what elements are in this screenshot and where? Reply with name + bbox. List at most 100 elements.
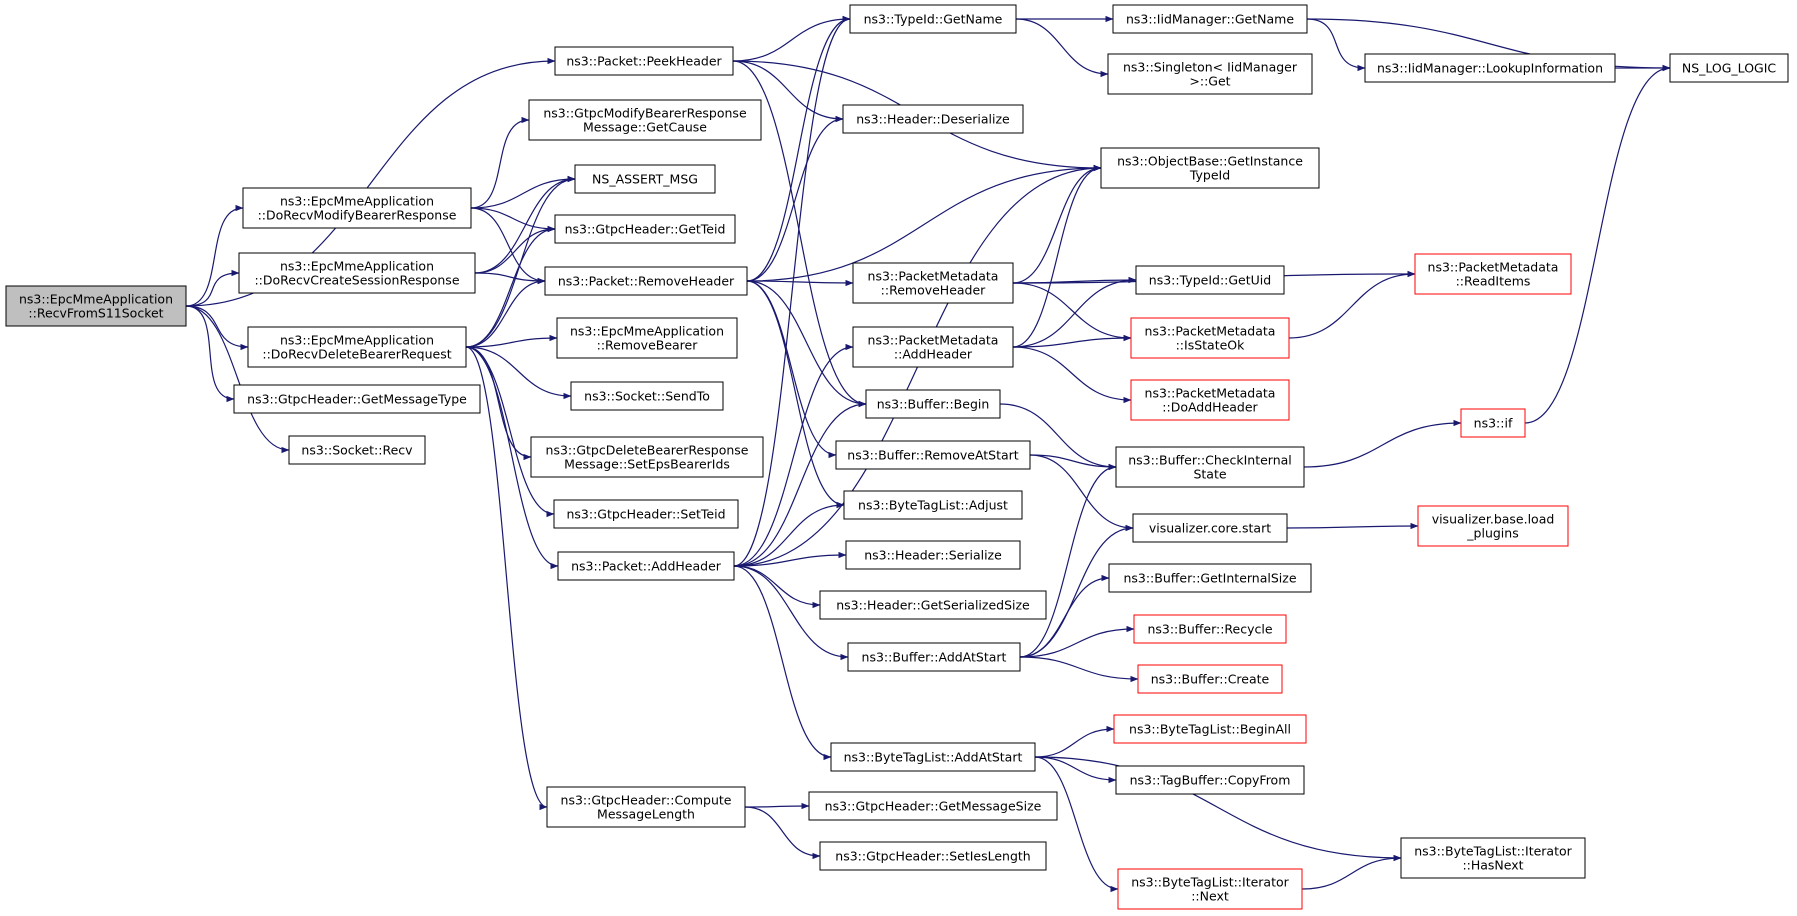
node-tagbuffer-copy-from[interactable]: ns3::TagBuffer::CopyFrom	[1115, 765, 1305, 795]
node-buffer-add-at-start[interactable]: ns3::Buffer::AddAtStart	[847, 642, 1021, 672]
node-typeid-get-uid[interactable]: ns3::TypeId::GetUid	[1135, 265, 1285, 295]
node-bytetaglist-iterator-next[interactable]: ns3::ByteTagList::Iterator::Next	[1117, 868, 1303, 910]
node-singleton-get[interactable]: ns3::Singleton< IidManager>::Get	[1107, 53, 1313, 95]
node-remove-header[interactable]: ns3::Packet::RemoveHeader	[544, 266, 748, 296]
node-box	[1417, 505, 1569, 547]
node-label: ns3::EpcMmeApplication	[19, 292, 173, 307]
node-bytetaglist-add-at-start[interactable]: ns3::ByteTagList::AddAtStart	[830, 742, 1036, 772]
node-set-eps-bearer-ids[interactable]: ns3::GtpcDeleteBearerResponseMessage::Se…	[530, 436, 764, 478]
node-ns-assert-msg[interactable]: NS_ASSERT_MSG	[574, 164, 716, 194]
node-socket-recv[interactable]: ns3::Socket::Recv	[288, 435, 426, 465]
node-label: ::IsStateOk	[1176, 338, 1246, 353]
node-header-deserialize[interactable]: ns3::Header::Deserialize	[842, 104, 1024, 134]
edge-visualizer-core-start-to-visualizer-base-load-plugins	[1286, 522, 1419, 530]
node-iid-get-name[interactable]: ns3::IidManager::GetName	[1112, 4, 1308, 34]
node-buffer-begin[interactable]: ns3::Buffer::Begin	[865, 389, 1001, 419]
node-do-recv-modify[interactable]: ns3::EpcMmeApplication::DoRecvModifyBear…	[242, 187, 472, 229]
node-modify-get-cause[interactable]: ns3::GtpcModifyBearerResponseMessage::Ge…	[528, 99, 762, 141]
node-box	[574, 164, 716, 194]
edge-pm-is-state-ok-to-pm-read-items	[1288, 270, 1416, 339]
node-iid-lookup-information[interactable]: ns3::IidManager::LookupInformation	[1364, 53, 1616, 83]
node-label: ns3::PacketMetadata	[1145, 386, 1276, 401]
node-pm-do-add-header[interactable]: ns3::PacketMetadata::DoAddHeader	[1130, 379, 1290, 421]
node-label: ns3::Socket::SendTo	[584, 389, 710, 404]
node-pm-add-header[interactable]: ns3::PacketMetadata::AddHeader	[852, 326, 1014, 368]
node-bytetaglist-begin-all[interactable]: ns3::ByteTagList::BeginAll	[1113, 714, 1307, 744]
edge-pm-add-header-to-pm-is-state-ok	[1012, 334, 1132, 348]
node-box	[845, 540, 1021, 570]
node-gtpc-set-ies-length[interactable]: ns3::GtpcHeader::SetIesLength	[819, 841, 1047, 871]
node-label: ns3::ByteTagList::BeginAll	[1129, 722, 1291, 737]
node-label: visualizer.base.load	[1432, 512, 1555, 527]
node-label: ns3::GtpcHeader::SetIesLength	[835, 849, 1030, 864]
node-pm-read-items[interactable]: ns3::PacketMetadata::ReadItems	[1414, 253, 1572, 295]
node-label: ::RecvFromS11Socket	[28, 306, 163, 321]
node-bytetaglist-adjust[interactable]: ns3::ByteTagList::Adjust	[843, 490, 1023, 520]
node-pm-remove-header[interactable]: ns3::PacketMetadata::RemoveHeader	[852, 262, 1014, 304]
edge-recv-from-s11-to-do-recv-delete	[185, 305, 249, 351]
node-box	[1100, 147, 1320, 189]
node-box	[835, 440, 1031, 470]
edge-compute-message-length-to-gtpc-set-ies-length	[744, 806, 821, 860]
node-add-header[interactable]: ns3::Packet::AddHeader	[557, 551, 735, 581]
node-ns3-if[interactable]: ns3::if	[1460, 408, 1526, 438]
node-visualizer-core-start[interactable]: visualizer.core.start	[1132, 513, 1288, 543]
node-remove-bearer[interactable]: ns3::EpcMmeApplication::RemoveBearer	[556, 317, 738, 359]
node-header-get-serialized-size[interactable]: ns3::Header::GetSerializedSize	[819, 590, 1047, 620]
node-label: >::Get	[1189, 74, 1230, 89]
node-box	[1108, 563, 1312, 593]
edge-peek-header-to-header-deserialize	[732, 60, 844, 123]
node-label: ns3::GtpcHeader::Compute	[561, 793, 732, 808]
node-box	[1112, 4, 1308, 34]
node-pm-is-state-ok[interactable]: ns3::PacketMetadata::IsStateOk	[1130, 317, 1290, 359]
edge-peek-header-to-buffer-begin	[732, 60, 867, 408]
node-label: MessageLength	[597, 807, 695, 822]
node-label: ns3::EpcMmeApplication	[570, 324, 724, 339]
node-peek-header[interactable]: ns3::Packet::PeekHeader	[554, 46, 734, 76]
node-visualizer-base-load-plugins[interactable]: visualizer.base.load_plugins	[1417, 505, 1569, 547]
edge-pm-add-header-to-pm-do-add-header	[1012, 346, 1132, 404]
node-label: ns3::IidManager::LookupInformation	[1377, 61, 1603, 76]
node-buffer-recycle[interactable]: ns3::Buffer::Recycle	[1133, 614, 1287, 644]
node-box	[1400, 837, 1586, 879]
edge-remove-header-to-pm-remove-header	[746, 279, 854, 287]
node-socket-send-to[interactable]: ns3::Socket::SendTo	[570, 381, 724, 411]
node-box	[1133, 614, 1287, 644]
edge-pm-add-header-to-typeid-get-uid	[1012, 276, 1137, 348]
node-label: ns3::GtpcHeader::GetMessageSize	[825, 799, 1042, 814]
node-typeid-get-name[interactable]: ns3::TypeId::GetName	[849, 4, 1017, 34]
edge-add-header-to-buffer-begin	[733, 400, 867, 567]
node-buffer-remove-at-start[interactable]: ns3::Buffer::RemoveAtStart	[835, 440, 1031, 470]
node-box	[852, 326, 1014, 368]
node-box	[553, 499, 739, 529]
node-label: ns3::PacketMetadata	[1145, 324, 1276, 339]
node-do-recv-delete[interactable]: ns3::EpcMmeApplication::DoRecvDeleteBear…	[247, 326, 467, 368]
edge-add-header-to-header-serialize	[733, 551, 847, 567]
node-recv-from-s11[interactable]: ns3::EpcMmeApplication::RecvFromS11Socke…	[5, 285, 187, 327]
node-get-message-type[interactable]: ns3::GtpcHeader::GetMessageType	[233, 384, 481, 414]
edge-recv-from-s11-to-do-recv-modify	[185, 204, 244, 307]
edge-recv-from-s11-to-get-message-type	[185, 305, 235, 403]
edge-buffer-add-at-start-to-buffer-recycle	[1019, 625, 1135, 658]
node-header-serialize[interactable]: ns3::Header::Serialize	[845, 540, 1021, 570]
node-label: ns3::ObjectBase::GetInstance	[1117, 154, 1303, 169]
node-gtpc-get-message-size[interactable]: ns3::GtpcHeader::GetMessageSize	[808, 791, 1058, 821]
node-gtpc-set-teid[interactable]: ns3::GtpcHeader::SetTeid	[553, 499, 739, 529]
node-box	[819, 841, 1047, 871]
edge-add-header-to-pm-add-header	[733, 343, 854, 567]
node-label: ::DoAddHeader	[1162, 400, 1258, 415]
node-label: ns3::EpcMmeApplication	[280, 333, 434, 348]
node-gtpc-get-teid[interactable]: ns3::GtpcHeader::GetTeid	[554, 214, 736, 244]
node-box	[865, 389, 1001, 419]
node-label: ns3::EpcMmeApplication	[280, 259, 434, 274]
node-label: ns3::Socket::Recv	[301, 443, 413, 458]
node-do-recv-create[interactable]: ns3::EpcMmeApplication::DoRecvCreateSess…	[238, 252, 476, 294]
node-ns-log-logic[interactable]: NS_LOG_LOGIC	[1669, 53, 1789, 83]
node-buffer-get-internal-size[interactable]: ns3::Buffer::GetInternalSize	[1108, 563, 1312, 593]
node-bytetaglist-iterator-has-next[interactable]: ns3::ByteTagList::Iterator::HasNext	[1400, 837, 1586, 879]
node-buffer-create[interactable]: ns3::Buffer::Create	[1137, 664, 1283, 694]
node-label: ns3::PacketMetadata	[868, 333, 999, 348]
